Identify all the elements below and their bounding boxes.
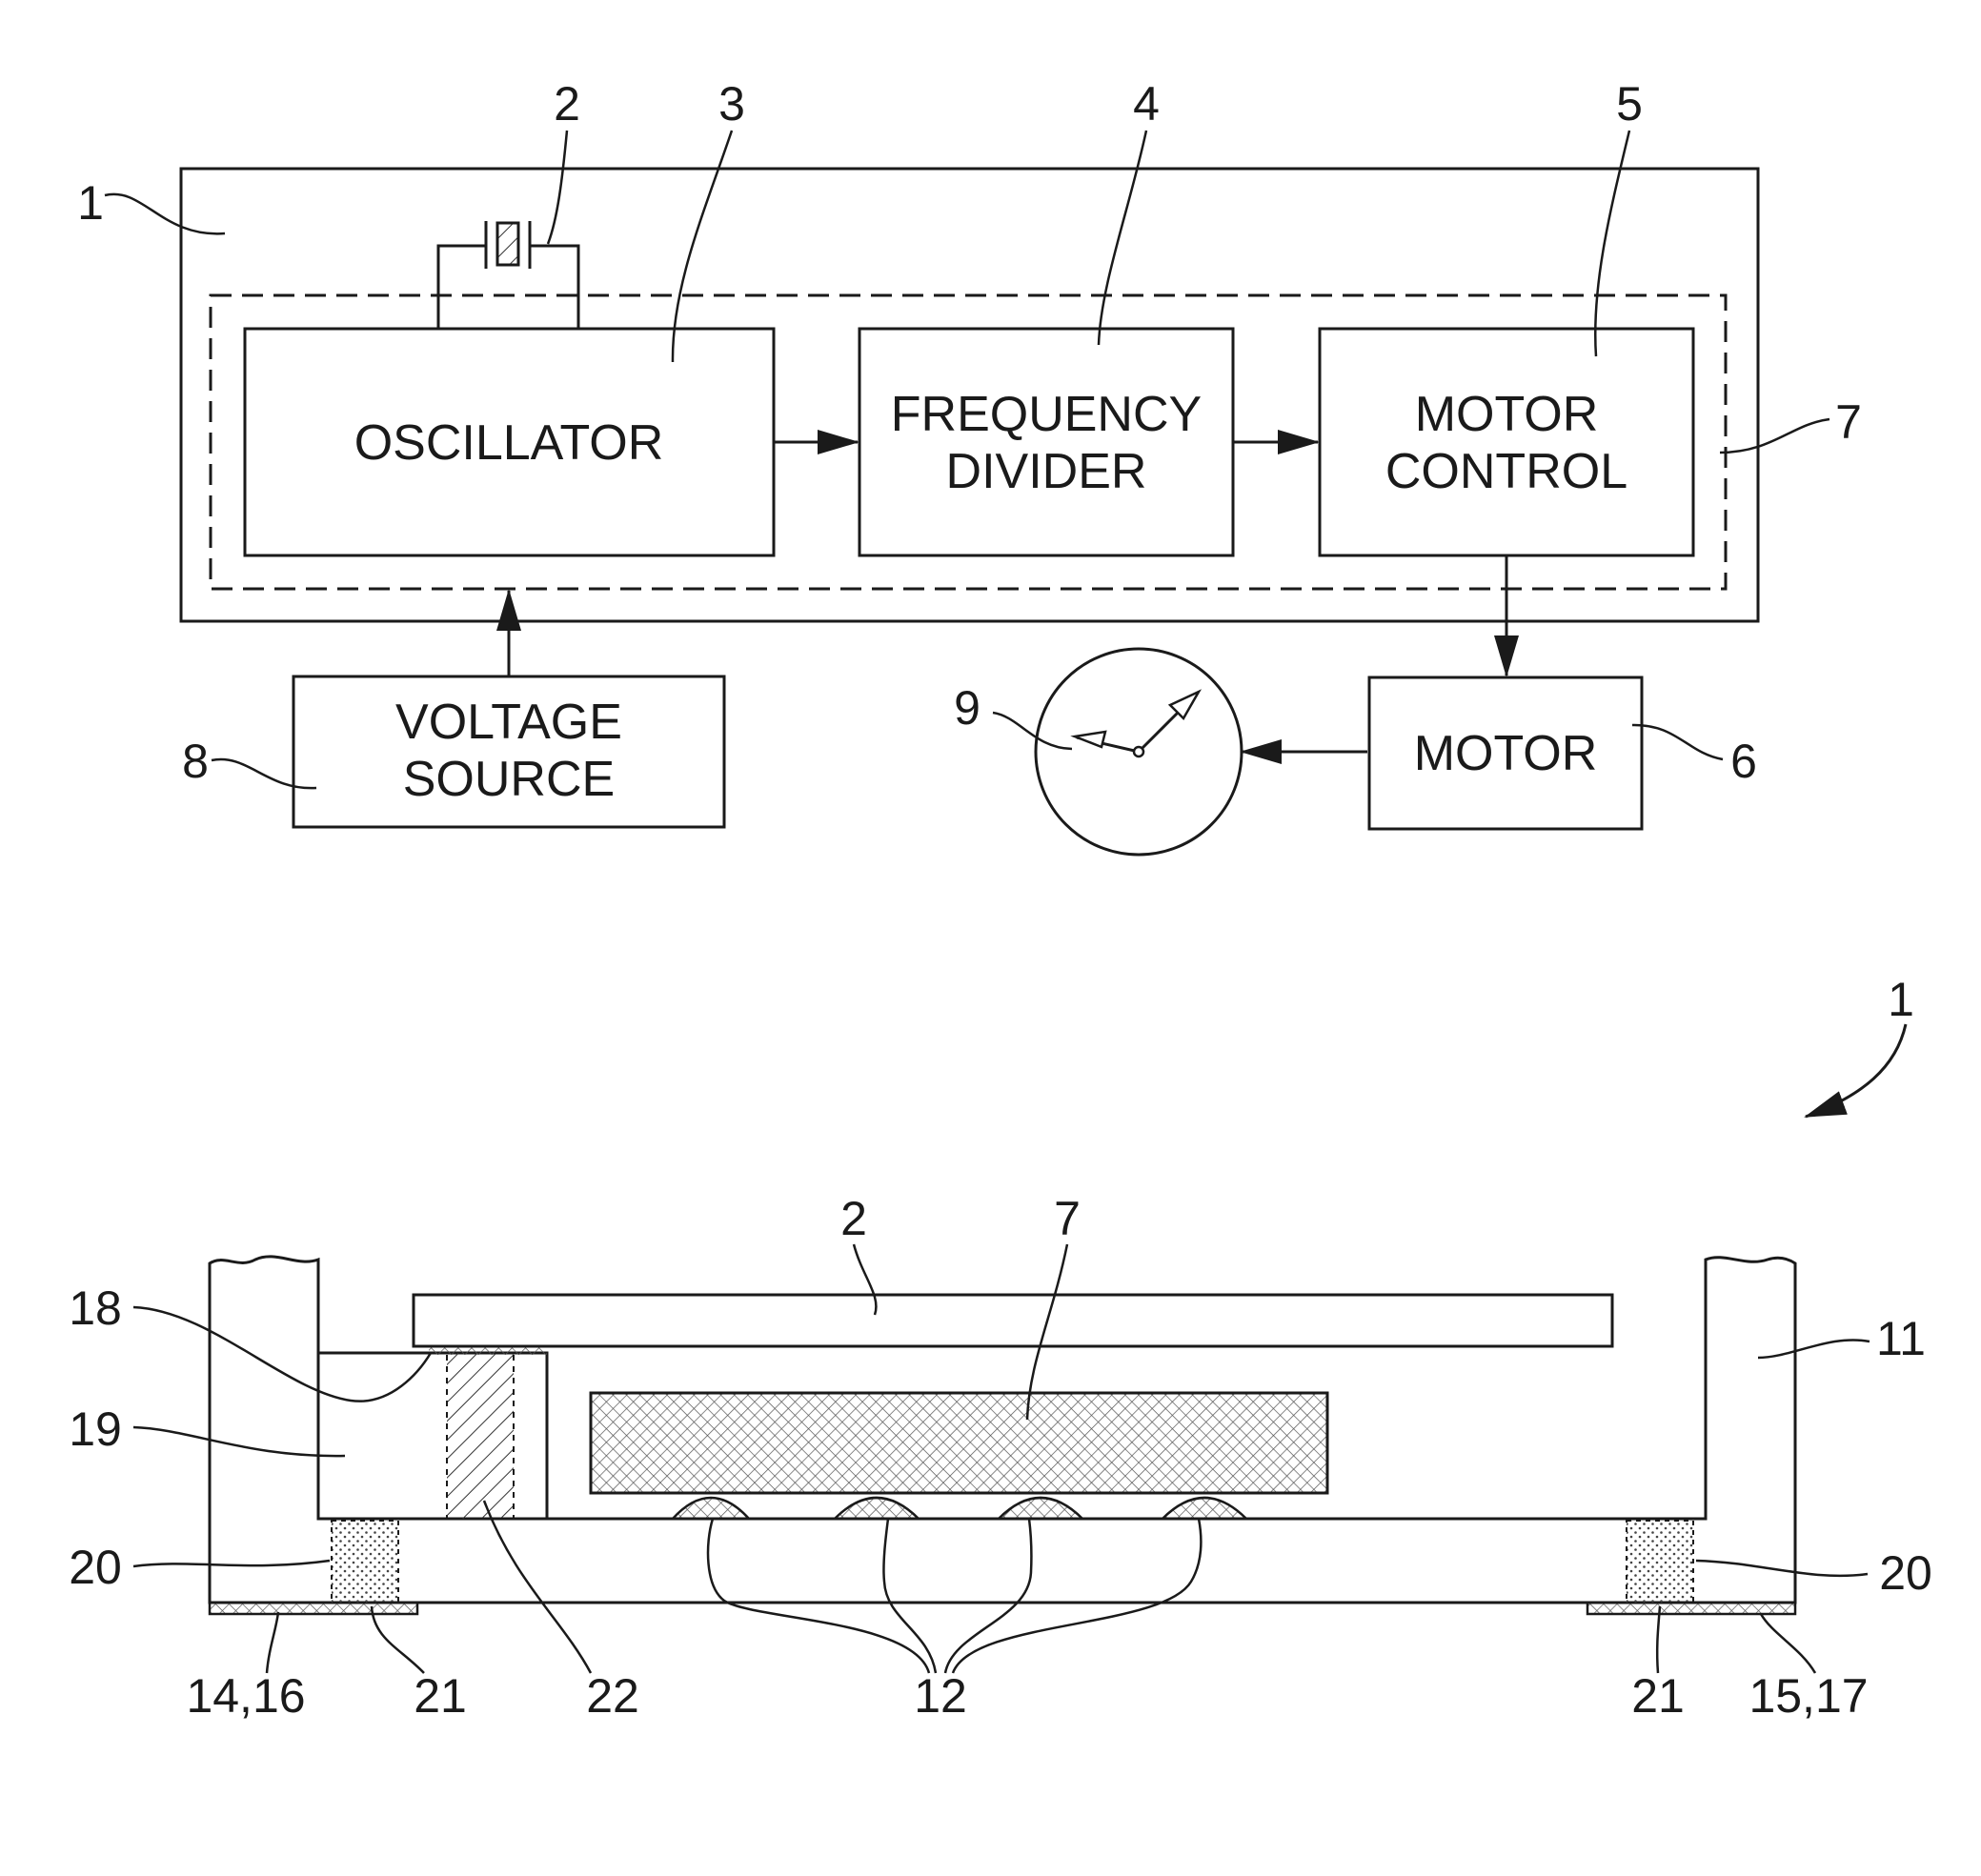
leader-bump-1	[708, 1519, 929, 1673]
pad-right	[1587, 1603, 1795, 1614]
leader-bump-4	[953, 1519, 1201, 1673]
leader-via-right	[1696, 1561, 1868, 1576]
leader-motor	[1632, 725, 1723, 759]
leader-motor-control	[1595, 131, 1629, 356]
frequency-divider-label-line2: DIVIDER	[946, 444, 1147, 499]
ref-pad-right: 15,17	[1749, 1669, 1868, 1723]
voltage-source-block: VOLTAGE SOURCE	[293, 676, 724, 827]
motor-control-block: MOTOR CONTROL	[1320, 329, 1693, 555]
ref-circuit-cs: 7	[1054, 1192, 1081, 1245]
ref-housing: 11	[1876, 1312, 1926, 1365]
leader-connector	[484, 1501, 591, 1673]
pad-left	[210, 1603, 417, 1614]
ref-dial: 9	[954, 681, 980, 735]
via-left	[332, 1521, 398, 1603]
crystal-symbol	[438, 221, 578, 329]
ref-via-right: 20	[1879, 1546, 1932, 1600]
ref-circuit: 7	[1835, 395, 1862, 449]
ref-divider: 4	[1133, 77, 1160, 131]
leader-divider	[1099, 131, 1146, 345]
frequency-divider-label-line1: FREQUENCY	[891, 387, 1202, 442]
leader-fill-left	[372, 1606, 424, 1673]
leader-spacer	[133, 1427, 345, 1456]
ref-crystal: 2	[554, 77, 580, 131]
ref-bumps: 12	[914, 1669, 967, 1723]
leader-dial	[993, 713, 1072, 749]
crystal-plate	[414, 1295, 1612, 1346]
dial-icon	[1036, 649, 1242, 855]
ref-motor-control: 5	[1616, 77, 1643, 131]
leader-fill-right	[1657, 1606, 1660, 1673]
leader-via-left	[133, 1561, 330, 1566]
motor-control-label-line1: MOTOR	[1415, 387, 1599, 442]
oscillator-block: OSCILLATOR	[245, 329, 774, 555]
leader-pad-left	[267, 1612, 278, 1673]
ref-via-left: 20	[69, 1541, 122, 1594]
solder-bumps	[673, 1498, 1246, 1519]
leader-housing	[1758, 1340, 1870, 1358]
cross-section: 1 2 7	[69, 973, 1932, 1723]
assembly-arrow	[1806, 1024, 1906, 1117]
circuit-chip	[591, 1393, 1327, 1493]
ref-connector: 22	[586, 1669, 639, 1723]
ref-motor: 6	[1730, 735, 1757, 788]
ref-fill-left: 21	[414, 1669, 467, 1723]
oscillator-label: OSCILLATOR	[354, 415, 664, 471]
via-right	[1627, 1521, 1693, 1603]
ref-pad-left: 14,16	[186, 1669, 305, 1723]
leader-crystal	[548, 131, 567, 244]
voltage-source-label-line1: VOLTAGE	[395, 695, 622, 750]
motor-block: MOTOR	[1369, 677, 1642, 829]
motor-control-label-line2: CONTROL	[1385, 444, 1627, 499]
leader-pad-right	[1761, 1614, 1815, 1673]
connector	[447, 1353, 514, 1519]
frequency-divider-block: FREQUENCY DIVIDER	[859, 329, 1233, 555]
ref-voltage-source: 8	[182, 735, 209, 788]
ref-module: 1	[77, 176, 104, 230]
ref-fill-right: 21	[1631, 1669, 1685, 1723]
ref-crystal-cs: 2	[840, 1192, 867, 1245]
voltage-source-label-line2: SOURCE	[403, 752, 615, 807]
ref-oscillator: 3	[718, 77, 745, 131]
ref-layer: 18	[69, 1281, 122, 1335]
leader-circuit	[1720, 419, 1829, 453]
leader-bump-3	[945, 1519, 1031, 1673]
ref-assembly: 1	[1888, 973, 1914, 1026]
block-diagram: OSCILLATOR FREQUENCY DIVIDER MOTOR CONTR…	[77, 77, 1862, 855]
leader-module	[105, 194, 225, 234]
ref-spacer: 19	[69, 1402, 122, 1456]
motor-label: MOTOR	[1414, 726, 1598, 781]
